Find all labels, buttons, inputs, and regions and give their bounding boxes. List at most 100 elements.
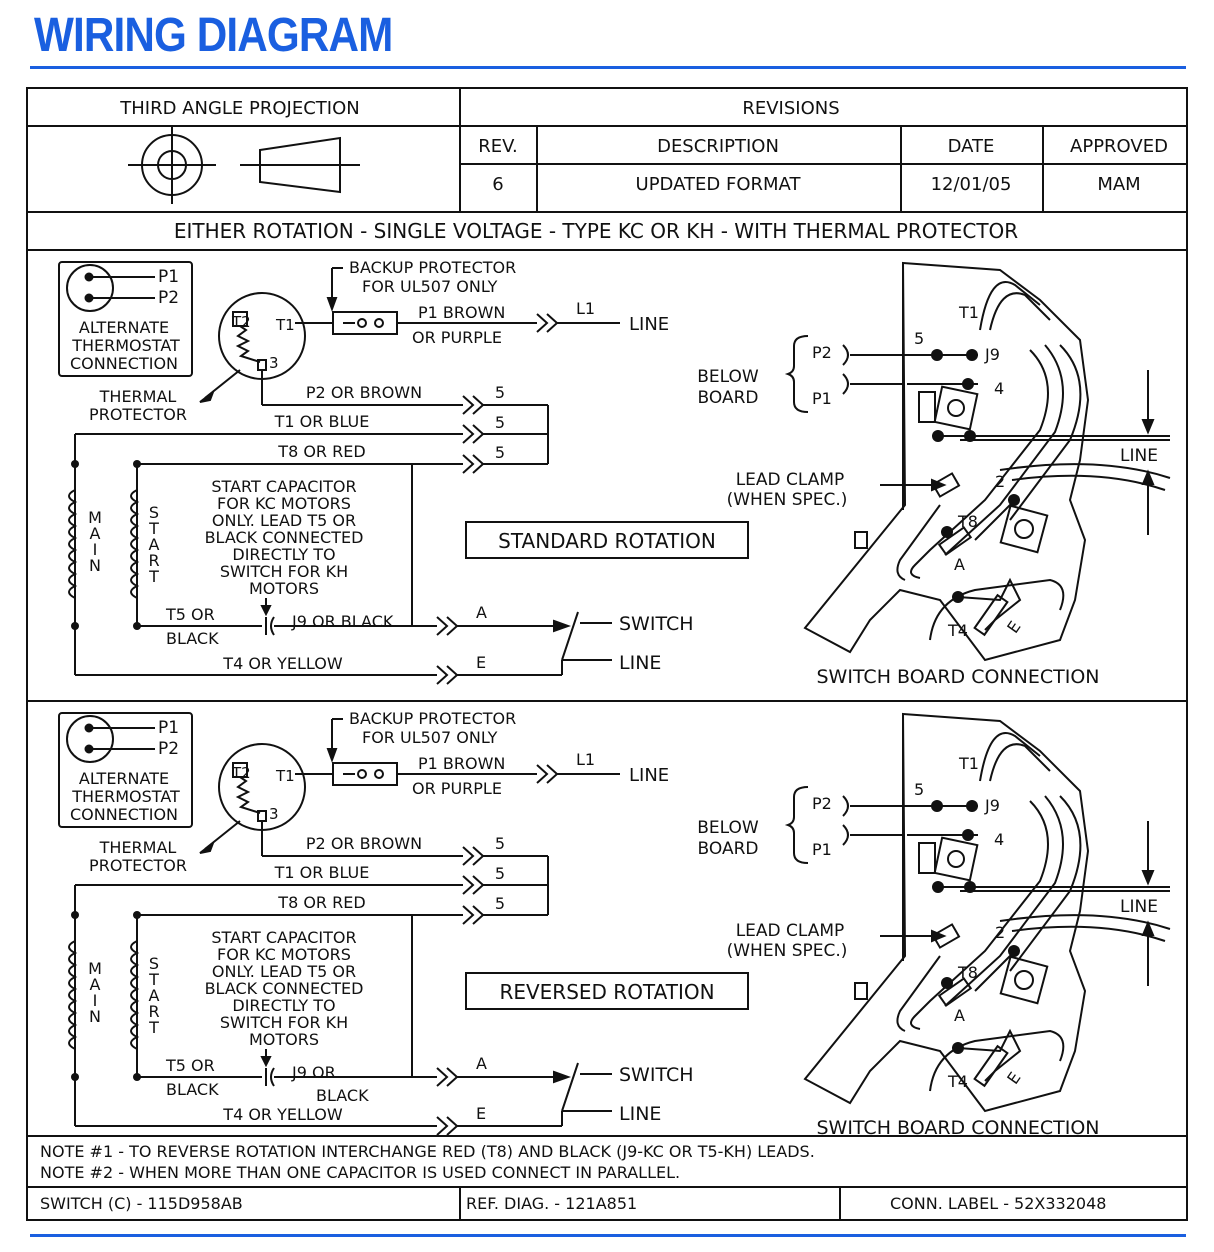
lead-chevron xyxy=(436,665,458,685)
start-top-junction xyxy=(133,460,141,468)
lead-5-label-b: 5 xyxy=(495,413,505,432)
main-top-junction xyxy=(71,460,79,468)
backup-protector-label-1: BACKUP PROTECTOR xyxy=(349,709,516,728)
terminal-dot xyxy=(952,591,964,603)
line-label: LINE xyxy=(629,314,669,335)
rotation-label: REVERSED ROTATION xyxy=(499,980,714,1004)
j9-label: J9 OR xyxy=(291,1063,336,1082)
connector-chevron xyxy=(536,313,558,333)
switch-board-caption: SWITCH BOARD CONNECTION xyxy=(816,666,1099,688)
lead-p2-label: P2 OR BROWN xyxy=(306,834,422,853)
capacitor-note-line: START CAPACITOR xyxy=(211,928,356,947)
thermostat-p2-label: P2 xyxy=(158,288,179,308)
protector-t2-label: T2 xyxy=(231,764,251,782)
connector-chevron xyxy=(536,764,558,784)
rotation-label: STANDARD ROTATION xyxy=(498,529,716,553)
lead-chevron xyxy=(462,424,484,444)
capacitor-note-line: BLACK CONNECTED xyxy=(205,528,364,547)
board-p1-label: P1 xyxy=(812,389,832,408)
protector-t1-label: T1 xyxy=(275,316,295,334)
description-value: UPDATED FORMAT xyxy=(636,174,802,195)
terminal-dot xyxy=(966,349,978,361)
thermostat-connection xyxy=(58,261,193,377)
board-t1-label: T1 xyxy=(958,754,979,773)
switch-reference: SWITCH (C) - 115D958AB xyxy=(40,1194,243,1213)
thermal-protector-icon xyxy=(199,743,333,856)
board-e-label: E xyxy=(1003,617,1024,636)
p1-lead-label-2: OR PURPLE xyxy=(412,328,502,347)
main-top-junction xyxy=(71,911,79,919)
capacitor-note-line: SWITCH FOR KH xyxy=(220,562,348,581)
bottom-rule xyxy=(30,1234,1186,1237)
thermostat-label-2: THERMOSTAT xyxy=(71,787,180,806)
terminal-dot xyxy=(931,349,943,361)
start-winding-letter: R xyxy=(148,1002,159,1021)
board-t8-label: T8 xyxy=(957,963,978,982)
backup-protector-icon xyxy=(326,718,620,786)
motor-leads xyxy=(68,404,612,676)
l1-label: L1 xyxy=(576,299,595,318)
col-description: DESCRIPTION xyxy=(657,136,779,157)
main-winding-letter: N xyxy=(89,1007,101,1026)
start-bottom-junction xyxy=(133,1073,141,1081)
switch-label: SWITCH xyxy=(619,613,694,635)
main-winding-letter: I xyxy=(93,991,98,1010)
projection-label: THIRD ANGLE PROJECTION xyxy=(119,98,360,119)
t5-label: T5 OR xyxy=(165,605,215,624)
start-winding-letter: T xyxy=(148,970,159,989)
terminal-dot xyxy=(941,977,953,989)
top-rule xyxy=(30,66,1186,69)
main-winding-letter: A xyxy=(90,524,101,543)
capacitor-note-line: DIRECTLY TO xyxy=(232,545,335,564)
lead-5-label-c: 5 xyxy=(495,894,505,913)
board-p2-label: P2 xyxy=(812,794,832,813)
terminal-dot xyxy=(941,526,953,538)
board-line-label: LINE xyxy=(1120,446,1158,466)
j9-label: J9 OR BLACK xyxy=(291,612,394,631)
board-t4-label: T4 xyxy=(947,1072,968,1091)
board-5-label: 5 xyxy=(914,329,924,348)
t5-black-label: BLACK xyxy=(166,1080,219,1099)
start-winding-letter: S xyxy=(149,503,159,522)
protector-3-label: 3 xyxy=(269,805,279,823)
start-winding-letter: A xyxy=(149,986,160,1005)
main-winding-letter: N xyxy=(89,556,101,575)
board-line-label: LINE xyxy=(1120,897,1158,917)
terminal-dot xyxy=(962,829,974,841)
thermostat-p1-label: P1 xyxy=(158,718,179,738)
t4-label: T4 OR YELLOW xyxy=(222,1105,343,1124)
e-label: E xyxy=(476,1104,486,1123)
p1-lead-label-2: OR PURPLE xyxy=(412,779,502,798)
below-board-label-2: BOARD xyxy=(698,388,759,408)
thermostat-label-1: ALTERNATE xyxy=(79,318,169,337)
lead-t8-label: T8 OR RED xyxy=(277,442,365,461)
terminal-dot xyxy=(966,800,978,812)
board-p1-label: P1 xyxy=(812,840,832,859)
note-2: NOTE #2 - WHEN MORE THAN ONE CAPACITOR I… xyxy=(40,1163,680,1182)
reference-diagram: REF. DIAG. - 121A851 xyxy=(466,1194,637,1213)
connection-label: CONN. LABEL - 52X332048 xyxy=(890,1194,1106,1213)
lead-5-label-a: 5 xyxy=(495,834,505,853)
t5-label: T5 OR xyxy=(165,1056,215,1075)
board-e-label: E xyxy=(1003,1068,1024,1087)
lead-clamp-label-2: (WHEN SPEC.) xyxy=(727,490,848,510)
a-label: A xyxy=(476,1054,487,1073)
board-a-label: A xyxy=(954,555,965,574)
lead-chevron xyxy=(462,846,484,866)
capacitor-note-line: FOR KC MOTORS xyxy=(217,494,351,513)
capacitor-note-line: ONLY. LEAD T5 OR xyxy=(212,511,356,530)
capacitor-note-line: MOTORS xyxy=(249,579,319,598)
title-block xyxy=(26,87,1188,1221)
capacitor-note-line: SWITCH FOR KH xyxy=(220,1013,348,1032)
board-j9-label: J9 xyxy=(984,796,1000,815)
terminal-dot xyxy=(964,881,976,893)
board-4-label: 4 xyxy=(994,379,1004,398)
terminal-dot xyxy=(931,800,943,812)
lead-chevron xyxy=(462,905,484,925)
col-rev: REV. xyxy=(478,136,518,157)
start-bottom-junction xyxy=(133,622,141,630)
capacitor-note-line: MOTORS xyxy=(249,1030,319,1049)
page-title: WIRING DIAGRAM xyxy=(34,9,393,62)
